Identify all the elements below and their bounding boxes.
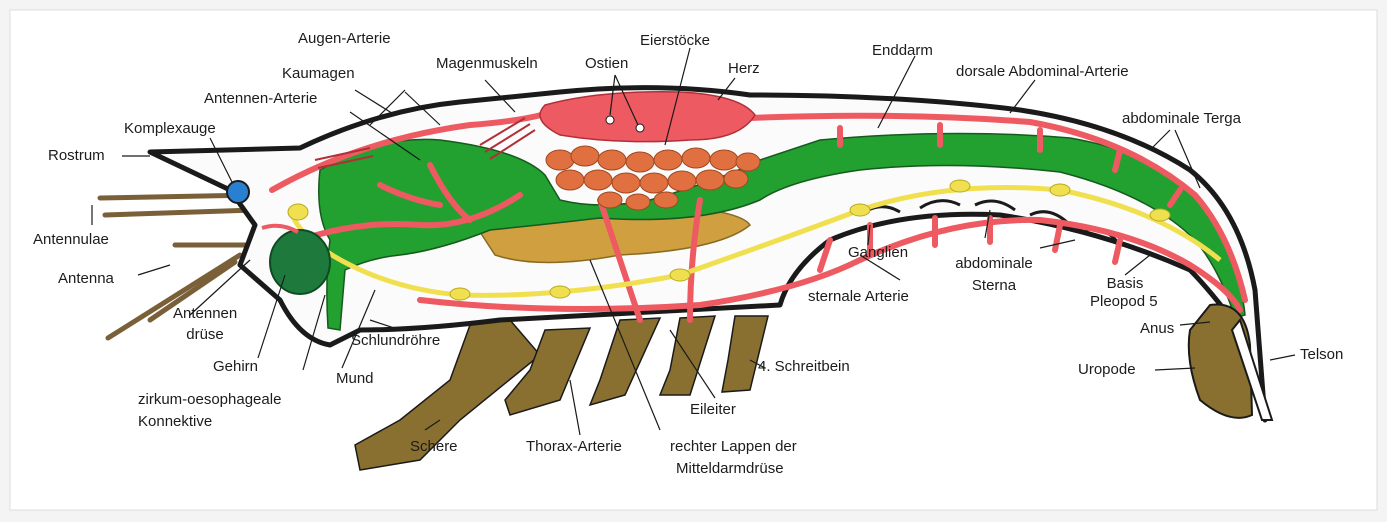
ostium-2 [636, 124, 644, 132]
label-komplexauge: Komplexauge [124, 120, 216, 138]
label-mund: Mund [336, 370, 374, 388]
label-4-schreitbein: 4. Schreitbein [758, 358, 850, 376]
komplexauge-eye [227, 181, 249, 203]
label-antennulae: Antennulae [33, 231, 109, 249]
label-konnektive: Konnektive [138, 413, 212, 431]
label-sternale-arterie: sternale Arterie [808, 288, 909, 306]
label-anus: Anus [1140, 320, 1174, 338]
label-herz: Herz [728, 60, 760, 78]
label-rechter-lappen: rechter Lappen der [670, 438, 797, 456]
label-basis: Basis [1090, 275, 1160, 293]
label-abdominale-terga: abdominale Terga [1122, 110, 1241, 128]
label-sterna: Sterna [948, 277, 1040, 295]
label-schere: Schere [410, 438, 458, 456]
label-augen-arterie: Augen-Arterie [298, 30, 391, 48]
antennal-gland [270, 230, 330, 294]
heart [540, 92, 755, 142]
label-druese: drüse [173, 326, 237, 344]
label-thorax-arterie: Thorax-Arterie [526, 438, 622, 456]
label-magenmuskeln: Magenmuskeln [436, 55, 538, 73]
label-antenna: Antenna [58, 270, 114, 288]
label-eierstoecke: Eierstöcke [640, 32, 710, 50]
label-abdominale: abdominale [948, 255, 1040, 273]
label-kaumagen: Kaumagen [282, 65, 355, 83]
label-ostien: Ostien [585, 55, 628, 73]
label-zirkum-oesophageale: zirkum-oesophageale [138, 391, 281, 409]
label-eileiter: Eileiter [690, 401, 736, 419]
label-ganglien: Ganglien [848, 244, 908, 262]
label-mitteldarmdruese: Mitteldarmdrüse [676, 460, 784, 478]
label-pleopod-5: Pleopod 5 [1090, 293, 1158, 311]
label-uropode: Uropode [1078, 361, 1136, 379]
label-telson: Telson [1300, 346, 1343, 364]
label-gehirn: Gehirn [213, 358, 258, 376]
label-dorsale-abdominal-arterie: dorsale Abdominal-Arterie [956, 63, 1129, 81]
label-antennen-arterie: Antennen-Arterie [204, 90, 317, 108]
label-rostrum: Rostrum [48, 147, 105, 165]
label-antennen: Antennen [173, 305, 237, 323]
ostium-1 [606, 116, 614, 124]
label-schlundroehre: Schlundröhre [351, 332, 440, 350]
label-enddarm: Enddarm [872, 42, 933, 60]
